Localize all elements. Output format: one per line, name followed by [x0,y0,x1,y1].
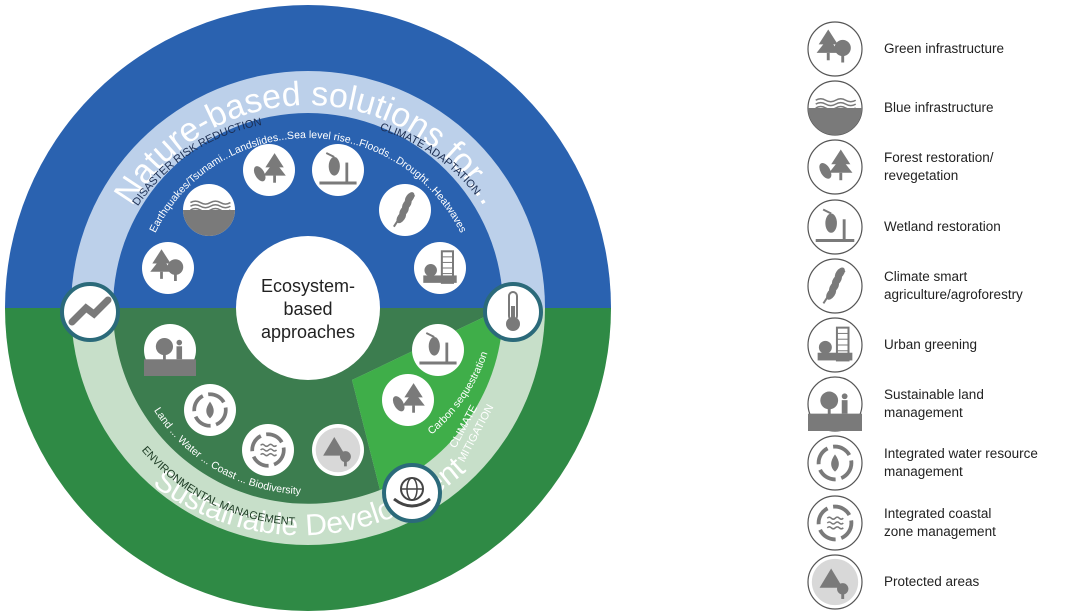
forest-restoration-icon [243,144,295,196]
legend-item: Integrated water resource management [806,434,1071,492]
blue-infrastructure-icon [183,184,235,236]
thermometer-icon [483,282,543,342]
inner-disc-top [113,113,503,308]
integrated-water-resource-icon [184,384,236,436]
env-management-sector [112,308,503,504]
legend-label: Integrated coastal zone management [884,505,996,539]
legend-item: Urban greening [806,316,1071,374]
center-line2: based [283,299,332,319]
legend-item: Sustainable land management [806,375,1071,433]
green-infrastructure-icon [807,21,863,77]
globe-hands-icon [382,463,442,523]
legend-label: Sustainable land management [884,387,984,421]
legend-label: Blue infrastructure [884,100,994,116]
legend-label: Urban greening [884,337,978,352]
sustainable-land-management-icon [144,324,196,376]
center-line3: approaches [261,322,355,342]
protected-areas-icon [312,424,364,476]
integrated-coastal-zone-icon [242,424,294,476]
wetland-restoration-icon [807,198,863,255]
protected-areas-icon [807,554,863,610]
nbs-diagram: Nature-based solutions for... Sustainabl… [5,5,611,611]
legend-label: Green infrastructure [884,41,1005,56]
legend-label: Integrated water resource management [884,446,1038,480]
legend-item: Blue infrastructure [806,79,1071,137]
integrated-coastal-zone-icon [807,494,863,551]
urban-greening-icon [807,317,863,373]
sustainable-land-management-icon [807,376,863,432]
forest-restoration-icon [807,139,863,195]
forest-restoration-icon [382,374,434,426]
legend-label: Wetland restoration [884,218,1001,234]
legend-item: Forest restoration/ revegetation [806,138,1071,196]
legend-label: Forest restoration/ revegetation [884,150,994,184]
climate-smart-agriculture-icon [807,258,863,314]
integrated-water-resource-icon [807,435,863,491]
blue-infrastructure-icon [807,80,863,136]
legend-item: Green infrastructure [806,20,1071,78]
green-infrastructure-icon [142,242,194,294]
urban-greening-icon [414,242,466,294]
legend-item: Wetland restoration [806,198,1071,256]
legend-item: Protected areas [806,553,1071,611]
center-line1: Ecosystem- [261,276,355,296]
legend-item: Integrated coastal zone management [806,494,1071,552]
legend-label: Protected areas [884,573,980,589]
legend-item: Climate smart agriculture/agroforestry [806,257,1071,315]
wetland-restoration-icon [412,324,464,376]
legend-label: Climate smart agriculture/agroforestry [884,268,1023,302]
wetland-restoration-icon [312,144,364,196]
center-circle [236,236,380,380]
climate-smart-agriculture-icon [379,184,431,236]
handshake-icon [60,282,120,342]
